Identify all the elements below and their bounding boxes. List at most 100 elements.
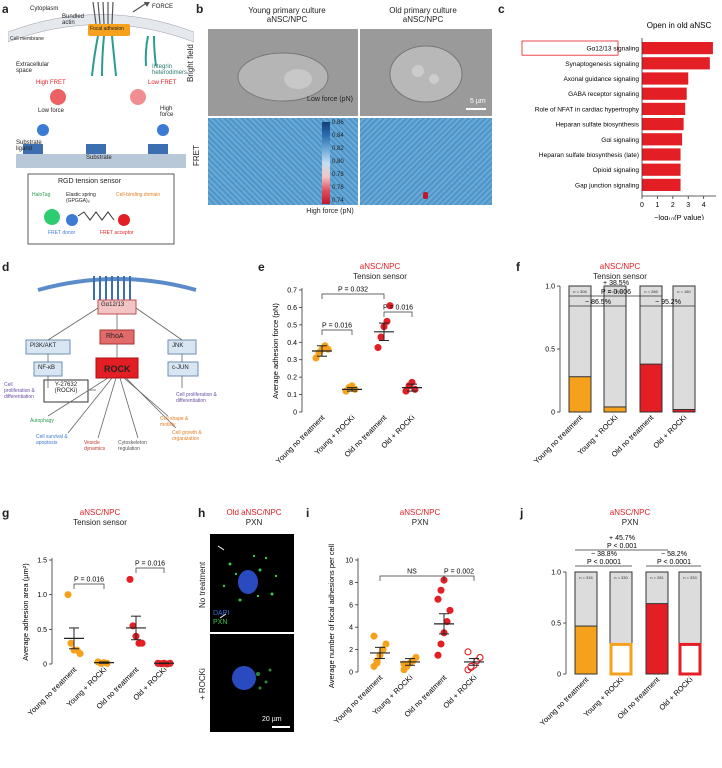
c-x-tick-label: 0 — [640, 202, 644, 209]
panel-d-pathway — [25, 276, 199, 439]
j-subtitle: PXN — [621, 518, 639, 527]
i-y-tick-label: 2 — [349, 647, 353, 654]
b-legend-tick: 0.80 — [332, 159, 344, 165]
i-y-tick-label: 6 — [349, 602, 353, 609]
f-y-tick-label: 0.5 — [545, 347, 555, 354]
d-out-autophagy: Autophagy — [30, 418, 54, 424]
g-sig-label: P = 0.016 — [74, 577, 104, 584]
a-label-extracellular: Extracellular space — [16, 62, 50, 74]
panel-letter-g: g — [2, 506, 10, 520]
b-fret-old — [360, 118, 492, 205]
j-sig-label: − 38.8% — [591, 551, 617, 558]
d-node-galpha: Gα12/13 — [101, 302, 125, 308]
a-label-focal-adhesion: Focal adhesion — [90, 26, 124, 32]
a-label-bundled-actin: Bundled actin — [62, 14, 85, 26]
e-y-tick-label: 0 — [293, 410, 297, 417]
b-row2-label: FRET — [192, 145, 201, 166]
b-fret-hotspot — [423, 192, 428, 199]
j-title: aNSC/NPC — [609, 508, 651, 517]
e-sig-bracket — [321, 329, 353, 335]
c-category-label: Synaptogenesis signaling — [565, 61, 639, 68]
d-out-vesicle: Vesicle dynamics — [84, 440, 106, 452]
e-point — [377, 333, 385, 341]
g-y-tick-label: 0.5 — [37, 627, 47, 634]
j-n-label: n = 333 — [683, 575, 697, 580]
a-label-substrate: Substrate — [86, 155, 112, 161]
c-category-label: Axonal guidance signaling — [563, 76, 639, 83]
g-point — [138, 639, 146, 647]
e-sig-bracket — [383, 311, 413, 317]
a-label-force: FORCE — [152, 4, 173, 10]
g-point — [67, 639, 75, 647]
c-x-tick-label: 2 — [671, 202, 675, 209]
g-y-tick-label: 0 — [43, 662, 47, 669]
a-box-spring: Elastic spring (GPGGA)₈ — [66, 192, 96, 204]
j-x-tick-label: Young no treatment — [538, 674, 591, 727]
b-brightfield-old — [360, 29, 492, 116]
g-y-tick-label: 1.5 — [37, 558, 47, 565]
a-label-low-fret: Low FRET — [148, 80, 177, 86]
c-bar — [642, 57, 710, 70]
b-legend-bottom: High force (pN) — [306, 208, 354, 215]
g-y-tick-label: 1.0 — [37, 592, 47, 599]
d-node-cjun: c-JUN — [172, 365, 189, 371]
c-category-label: Opioid signaling — [593, 167, 640, 174]
j-bar-fill — [645, 603, 669, 675]
j-bar-fill — [678, 642, 702, 676]
f-subtitle: Tension sensor — [593, 272, 647, 281]
panel-letter-j: j — [520, 506, 524, 520]
d-node-ykinase: Y-27632 (ROCKi) — [54, 382, 78, 394]
d-node-pi3k: PI3K/AKT — [30, 343, 57, 349]
h-row2-label: + ROCKi — [198, 668, 207, 700]
f-y-tick-label: 1.0 — [545, 284, 555, 291]
d-node-jnk: JNK — [172, 343, 184, 349]
i-sig-bracket — [379, 575, 445, 581]
i-point — [467, 662, 475, 670]
e-title: aNSC/NPC — [359, 262, 401, 271]
b-fret-young — [208, 118, 358, 205]
d-out-cytoskeleton: Cytoskeleton regulation — [118, 440, 147, 452]
c-x-tick-label: 1 — [655, 202, 659, 209]
b-legend-tick: 0.86 — [332, 120, 344, 126]
b-scalebar — [466, 108, 486, 110]
i-title: aNSC/NPC — [399, 508, 441, 517]
f-sig-label: − 95.2% — [655, 299, 681, 306]
j-sig-label: − 58.2% — [661, 551, 687, 558]
e-sig-label: P = 0.016 — [322, 323, 352, 330]
f-bar-fill — [603, 406, 627, 413]
b-legend-tick: 0.84 — [332, 133, 344, 139]
g-sig-label: P = 0.016 — [135, 561, 165, 568]
j-n-label: n = 316 — [579, 575, 593, 580]
d-node-rhoa: RhoA — [106, 333, 124, 340]
e-y-tick-label: 0.3 — [287, 357, 297, 364]
f-n-label: n = 306 — [573, 289, 587, 294]
h-legend-dapi: DAPI — [213, 610, 230, 617]
c-category-label: Heparan sulfate biosynthesis — [556, 122, 640, 129]
e-subtitle: Tension sensor — [353, 272, 407, 281]
f-sig-label: − 86.5% — [585, 299, 611, 306]
a-box-fret-donor: FRET donor — [48, 230, 76, 236]
e-y-tick-label: 0.5 — [287, 322, 297, 329]
g-sig-bracket — [73, 583, 105, 589]
i-y-tick-label: 8 — [349, 580, 353, 587]
a-box-fret-acceptor: FRET acceptor — [100, 230, 134, 236]
e-y-label: Average adhesion force (pN) — [271, 303, 280, 399]
panel-letter-e: e — [258, 260, 265, 274]
f-y-tick-label: 0 — [551, 410, 555, 417]
f-n-label: n = 286 — [644, 289, 658, 294]
b-brightfield-young — [208, 29, 358, 116]
i-point — [370, 632, 378, 640]
f-sig-label: + 38.5% — [603, 280, 629, 287]
panel-letter-a: a — [2, 2, 9, 16]
f-bar-fill — [568, 376, 592, 413]
j-sig-label: P < 0.0001 — [657, 559, 691, 566]
b-legend-tick: 0.82 — [332, 146, 344, 152]
g-point — [64, 591, 72, 599]
h-image-rocki — [210, 634, 294, 732]
